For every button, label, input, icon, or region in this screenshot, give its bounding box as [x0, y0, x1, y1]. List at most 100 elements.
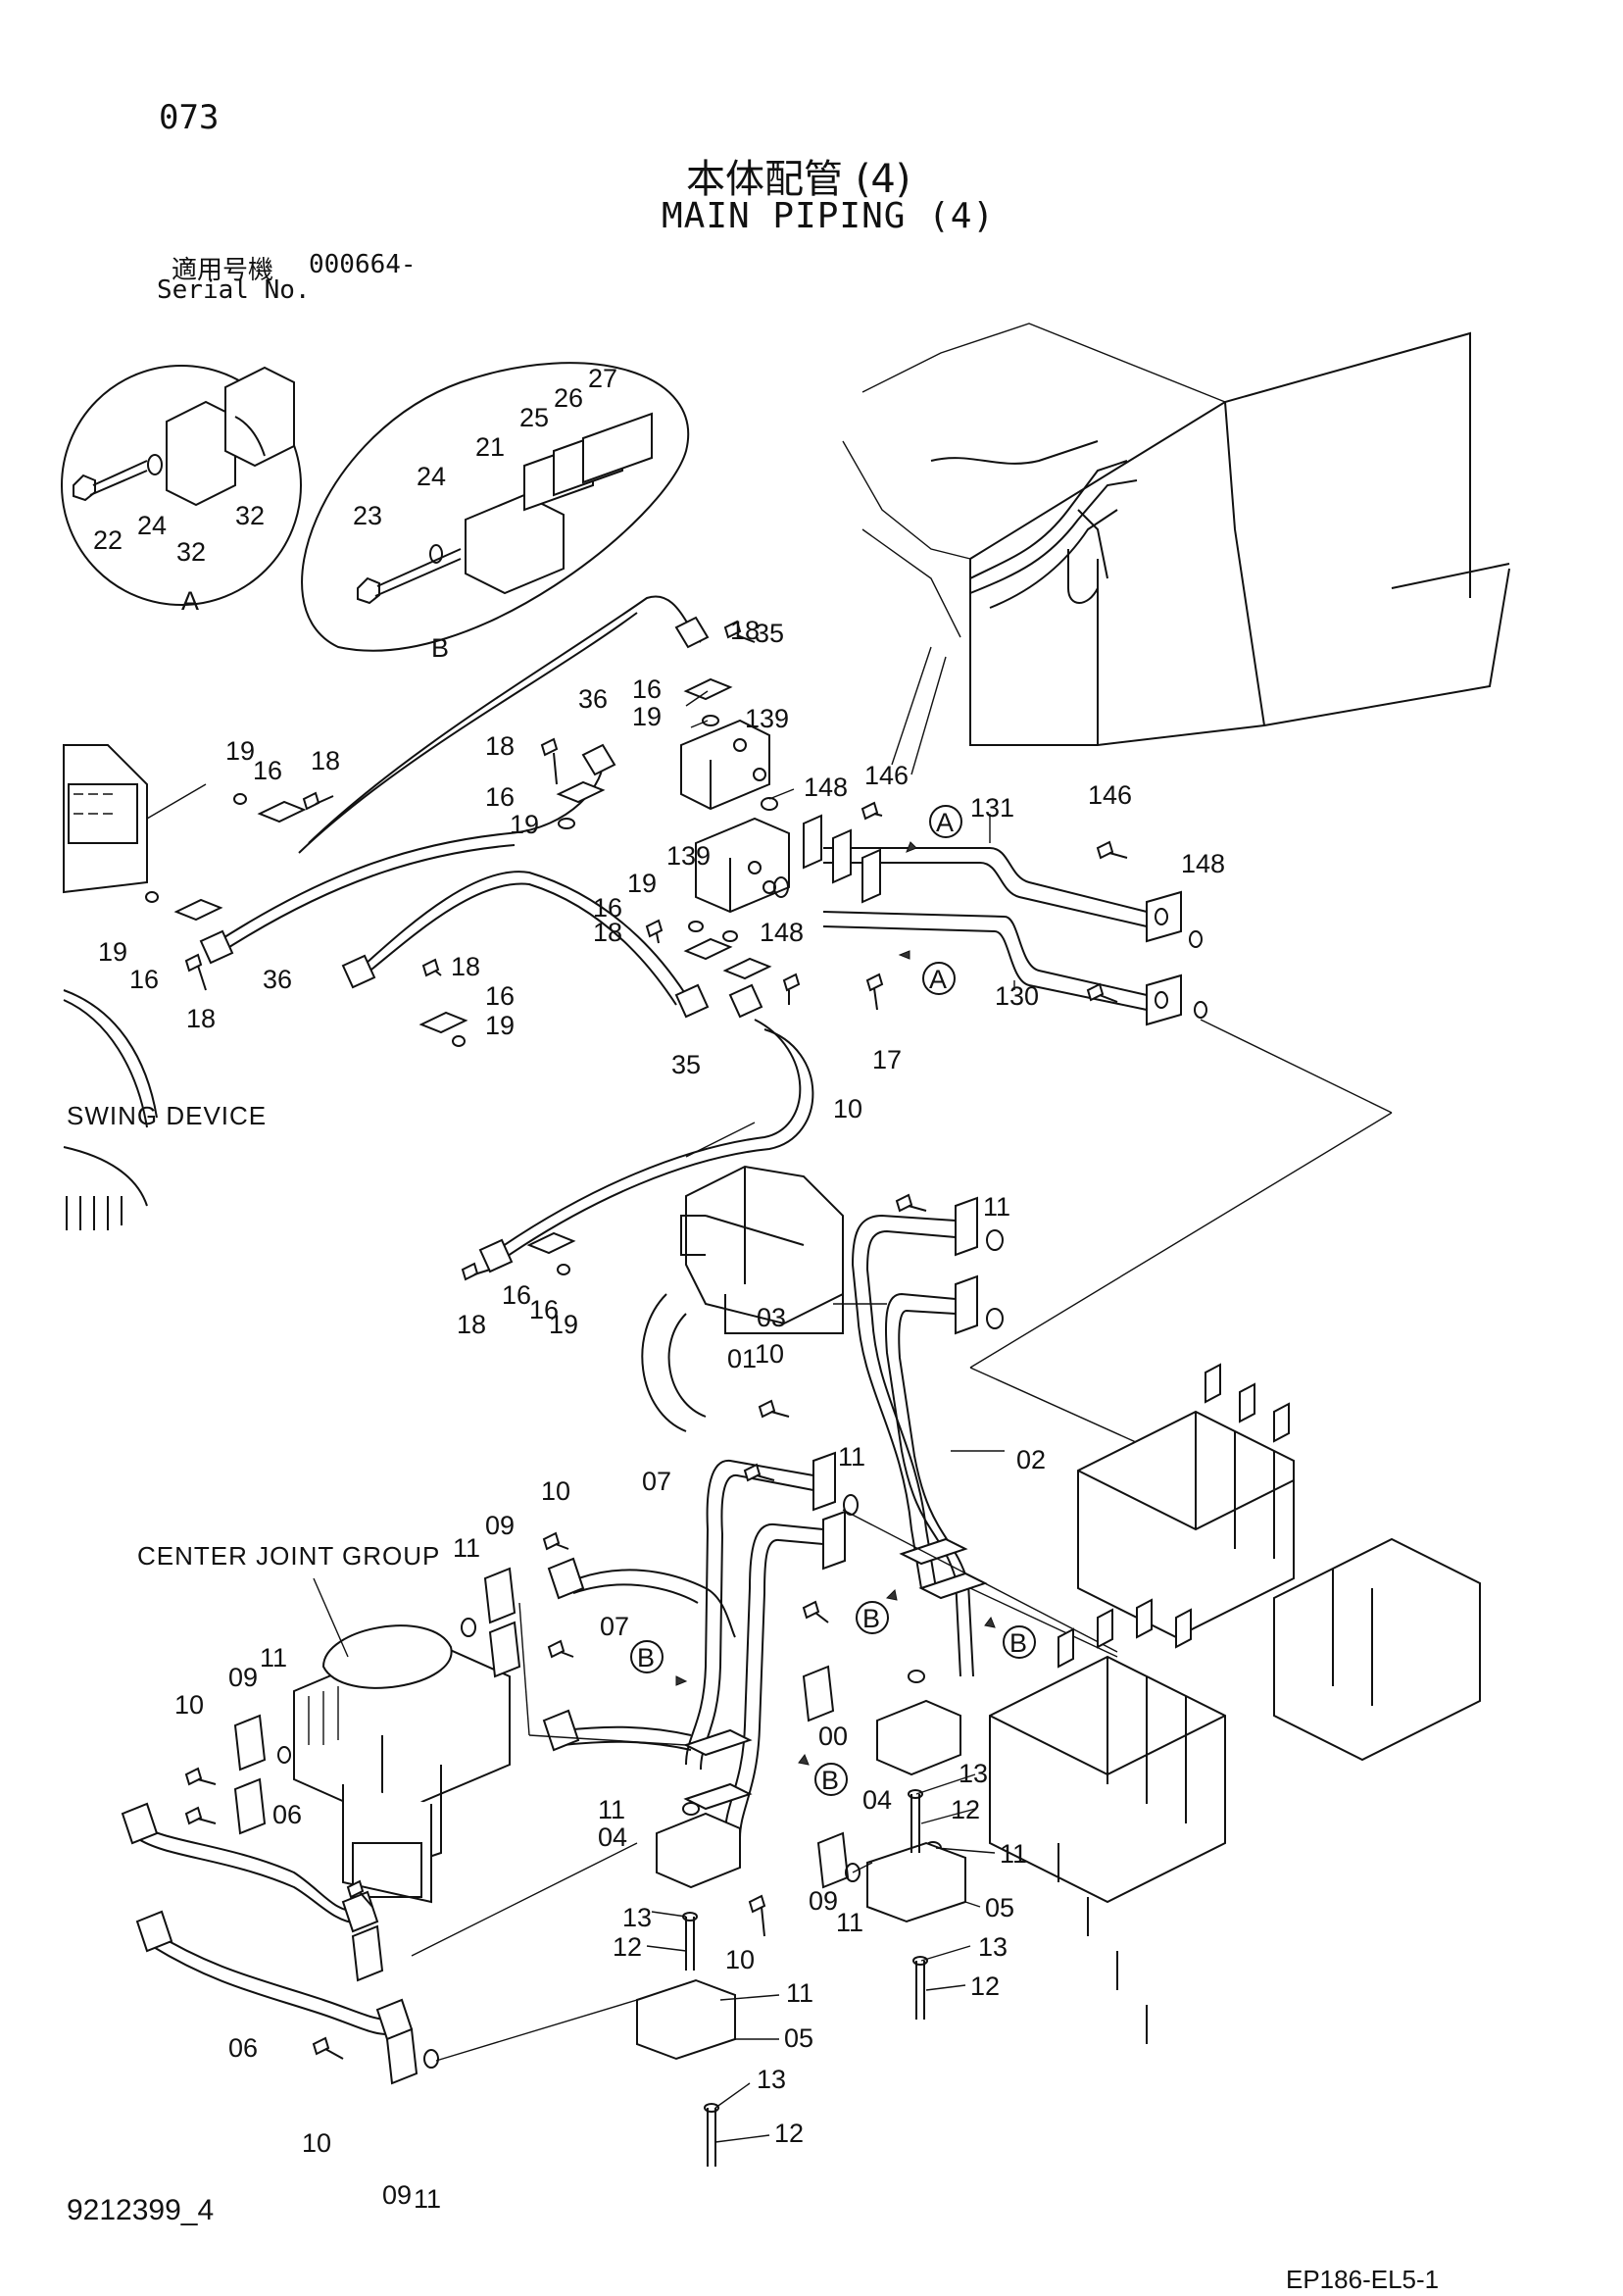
callout: 11	[838, 1442, 865, 1472]
callout: 09	[485, 1511, 515, 1540]
page-number: 073	[159, 98, 220, 137]
serial-label-en: Serial No.	[157, 275, 311, 305]
callout: 18	[311, 746, 340, 775]
callout: 19	[510, 810, 539, 839]
callout: 32	[235, 501, 265, 530]
callout: 18	[593, 918, 622, 947]
center-joint-label: CENTER JOINT GROUP	[137, 1541, 440, 1571]
callout: 11	[983, 1192, 1010, 1222]
drawing-number: 9212399_4	[67, 2194, 215, 2226]
callout: 04	[862, 1785, 892, 1815]
callout: 139	[745, 704, 789, 733]
callout: 10	[755, 1339, 784, 1369]
callout-b: B	[821, 1766, 839, 1795]
callout: 19	[549, 1310, 578, 1339]
part-callouts: 35 18 16 19 36 139 18 16 19 148 146 131 …	[98, 616, 1225, 2214]
callout: 18	[485, 731, 515, 761]
callout: 36	[578, 684, 608, 714]
center-joint: CENTER JOINT GROUP	[137, 1541, 511, 1904]
callout: 09	[228, 1663, 258, 1692]
callout: 09	[382, 2180, 412, 2210]
detail-a: 22 24 32 32 A	[61, 365, 302, 616]
swing-device-label: SWING DEVICE	[67, 1101, 267, 1130]
callout: 17	[872, 1045, 902, 1074]
callout: 05	[985, 1893, 1014, 1922]
lower-hoses	[121, 1531, 966, 2167]
callout: 148	[760, 918, 804, 947]
callout: 146	[1088, 780, 1132, 810]
detail-a-label: A	[181, 586, 199, 616]
callout: 19	[225, 736, 255, 766]
callout: 16	[529, 1295, 559, 1324]
callout: 06	[228, 2033, 258, 2063]
callout: 10	[541, 1476, 570, 1506]
page-title-jp: 本体配管 (4)	[686, 157, 911, 202]
callout: 16	[485, 782, 515, 812]
callout-a: A	[929, 965, 947, 994]
callout: 130	[995, 981, 1039, 1011]
callout: 12	[613, 1932, 642, 1962]
callout: 18	[451, 952, 480, 981]
pipes-130-131	[761, 797, 1393, 1501]
callout: 22	[93, 525, 123, 555]
callout: 12	[951, 1795, 980, 1824]
upper-hoses	[199, 595, 814, 1273]
callout: 148	[1181, 849, 1225, 878]
callout: 19	[627, 869, 657, 898]
serial-value: 000664-	[309, 250, 417, 279]
callout: 13	[622, 1903, 652, 1932]
callout-b: B	[637, 1643, 655, 1672]
callout: 23	[353, 501, 382, 530]
callout: 12	[774, 2119, 804, 2148]
callout: 139	[666, 841, 711, 871]
pipes-01-02-03	[683, 1193, 1118, 1839]
callout: 07	[642, 1467, 671, 1496]
callout: 27	[588, 364, 617, 393]
callout: 25	[519, 403, 549, 432]
callout: 03	[757, 1303, 786, 1332]
callout: 06	[272, 1800, 302, 1829]
callout: 24	[417, 462, 446, 491]
callout: 26	[554, 383, 583, 413]
callout: 10	[302, 2128, 331, 2158]
swing-motor-valve	[641, 1165, 844, 1432]
callout: 19	[98, 937, 127, 967]
callout: 10	[833, 1094, 862, 1123]
callout: 21	[475, 432, 505, 462]
callout: 13	[978, 1932, 1008, 1962]
callout: 35	[755, 619, 784, 648]
callout: 11	[598, 1795, 625, 1824]
manifold-blocks	[145, 620, 801, 1281]
callout: 19	[485, 1011, 515, 1040]
detail-b: 21 23 24 25 26 27 B	[301, 362, 690, 663]
callout: 131	[970, 793, 1014, 823]
callout: 36	[263, 965, 292, 994]
page-title-en: MAIN PIPING (4)	[662, 196, 996, 236]
callout: 01	[727, 1344, 757, 1373]
callout: 18	[730, 616, 760, 645]
callout-a: A	[936, 808, 954, 837]
callout: 11	[1000, 1839, 1027, 1869]
callout: 16	[485, 981, 515, 1011]
callout: 11	[453, 1533, 480, 1563]
serial-label-jp: 適用号機	[172, 256, 274, 285]
callout: 05	[784, 2023, 813, 2053]
callout: 19	[632, 702, 662, 731]
callout: 16	[632, 674, 662, 704]
callout: 13	[757, 2065, 786, 2094]
callout: 24	[137, 511, 167, 540]
leader-lines	[146, 690, 1015, 2143]
callout-b: B	[1009, 1628, 1027, 1658]
callout: 04	[598, 1822, 627, 1852]
callout: 35	[671, 1050, 701, 1079]
callout: 11	[836, 1908, 863, 1937]
callout: 09	[809, 1886, 838, 1916]
callout: 00	[818, 1722, 848, 1751]
callout: 16	[502, 1280, 531, 1310]
callout: 148	[804, 773, 848, 802]
callout: 10	[725, 1945, 755, 1974]
callout: 16	[253, 756, 282, 785]
machine-body	[842, 323, 1510, 775]
callout: 07	[600, 1612, 629, 1641]
